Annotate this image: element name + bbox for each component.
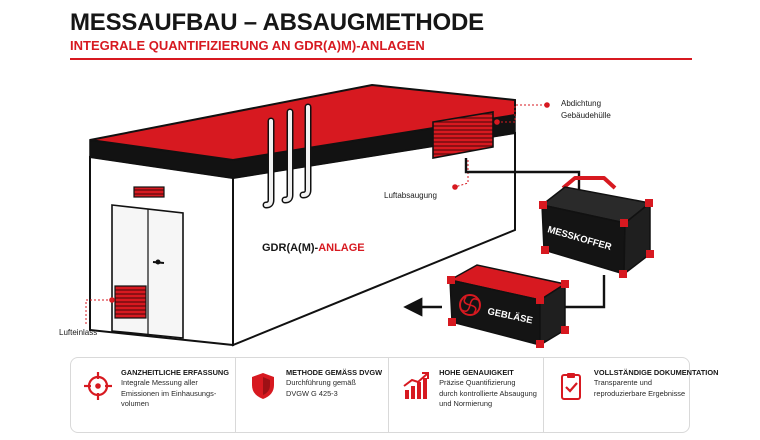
hose-to-messkoffer [464,158,581,193]
target-crosshair-icon [84,372,112,400]
feature-text: DVGW G 425-3 [286,388,338,398]
feature-dvgw: METHODE GEMÄSS DVGW Durchführung gemäß D… [236,358,390,432]
feature-text: und Normierung [439,399,493,408]
header-divider [70,58,692,60]
feature-title: METHODE GEMÄSS DVGW [286,368,383,377]
feature-text: Durchführung gemäß [286,378,356,387]
air-inlet-vent [114,285,147,319]
callout-intake-label: Luftabsaugung [384,191,437,200]
feature-title: HOHE GENAUIGKEIT [439,368,514,377]
feature-title: GANZHEITLICHE ERFASSUNG [121,368,229,377]
callout-inlet: Lufteinlass [59,297,115,337]
callout-seal-line1: Abdichtung [561,99,601,108]
page-subtitle: INTEGRALE QUANTIFIZIERUNG AN GDR(A)M)-AN… [70,38,425,53]
page-title: MESSAUFBAU – ABSAUGMETHODE [70,9,484,36]
building: GDR(A(M)-ANLAGE [89,83,516,347]
feature-text: reproduzierbare Ergebnisse [593,388,686,398]
feature-text: Transparente und [593,378,652,387]
feature-accuracy: HOHE GENAUIGKEIT Präzise Quantifizierung… [389,358,544,432]
clipboard-check-icon [560,373,581,400]
callout-seal: Abdichtung Gebäudehülle [494,99,611,125]
callout-seal-line2: Gebäudehülle [561,111,611,120]
fan-icon [459,294,481,316]
geblaese-unit: GEBLÄSE [447,264,569,348]
extraction-grille [432,111,494,159]
bar-chart-icon [403,372,430,399]
building-label: GDR(A(M)-ANLAGE [262,242,365,254]
feature-text: durch kontrollierte Absaugung [439,388,537,398]
hose-to-geblaese [565,275,606,309]
shield-icon [252,373,274,399]
exhaust-pipes [262,103,312,209]
messkoffer-case: MESSKOFFER [539,176,654,278]
feature-holistic: GANZHEITLICHE ERFASSUNG Integrale Messun… [71,358,236,432]
feature-text: Präzise Quantifizierung [439,378,516,387]
feature-text: Integrale Messung aller [121,378,198,387]
upper-vent [133,186,165,198]
feature-title: VOLLSTÄNDIGE DOKUMENTATION [593,368,719,377]
feature-strip: GANZHEITLICHE ERFASSUNG Integrale Messun… [70,357,718,433]
callout-intake: Luftabsaugung [384,160,469,200]
feature-text: Emissionen im Einhausungs- [121,388,217,398]
feature-text: volumen [121,399,149,408]
feature-documentation: VOLLSTÄNDIGE DOKUMENTATION Transparente … [544,358,725,432]
callout-inlet-label: Lufteinlass [59,328,97,337]
